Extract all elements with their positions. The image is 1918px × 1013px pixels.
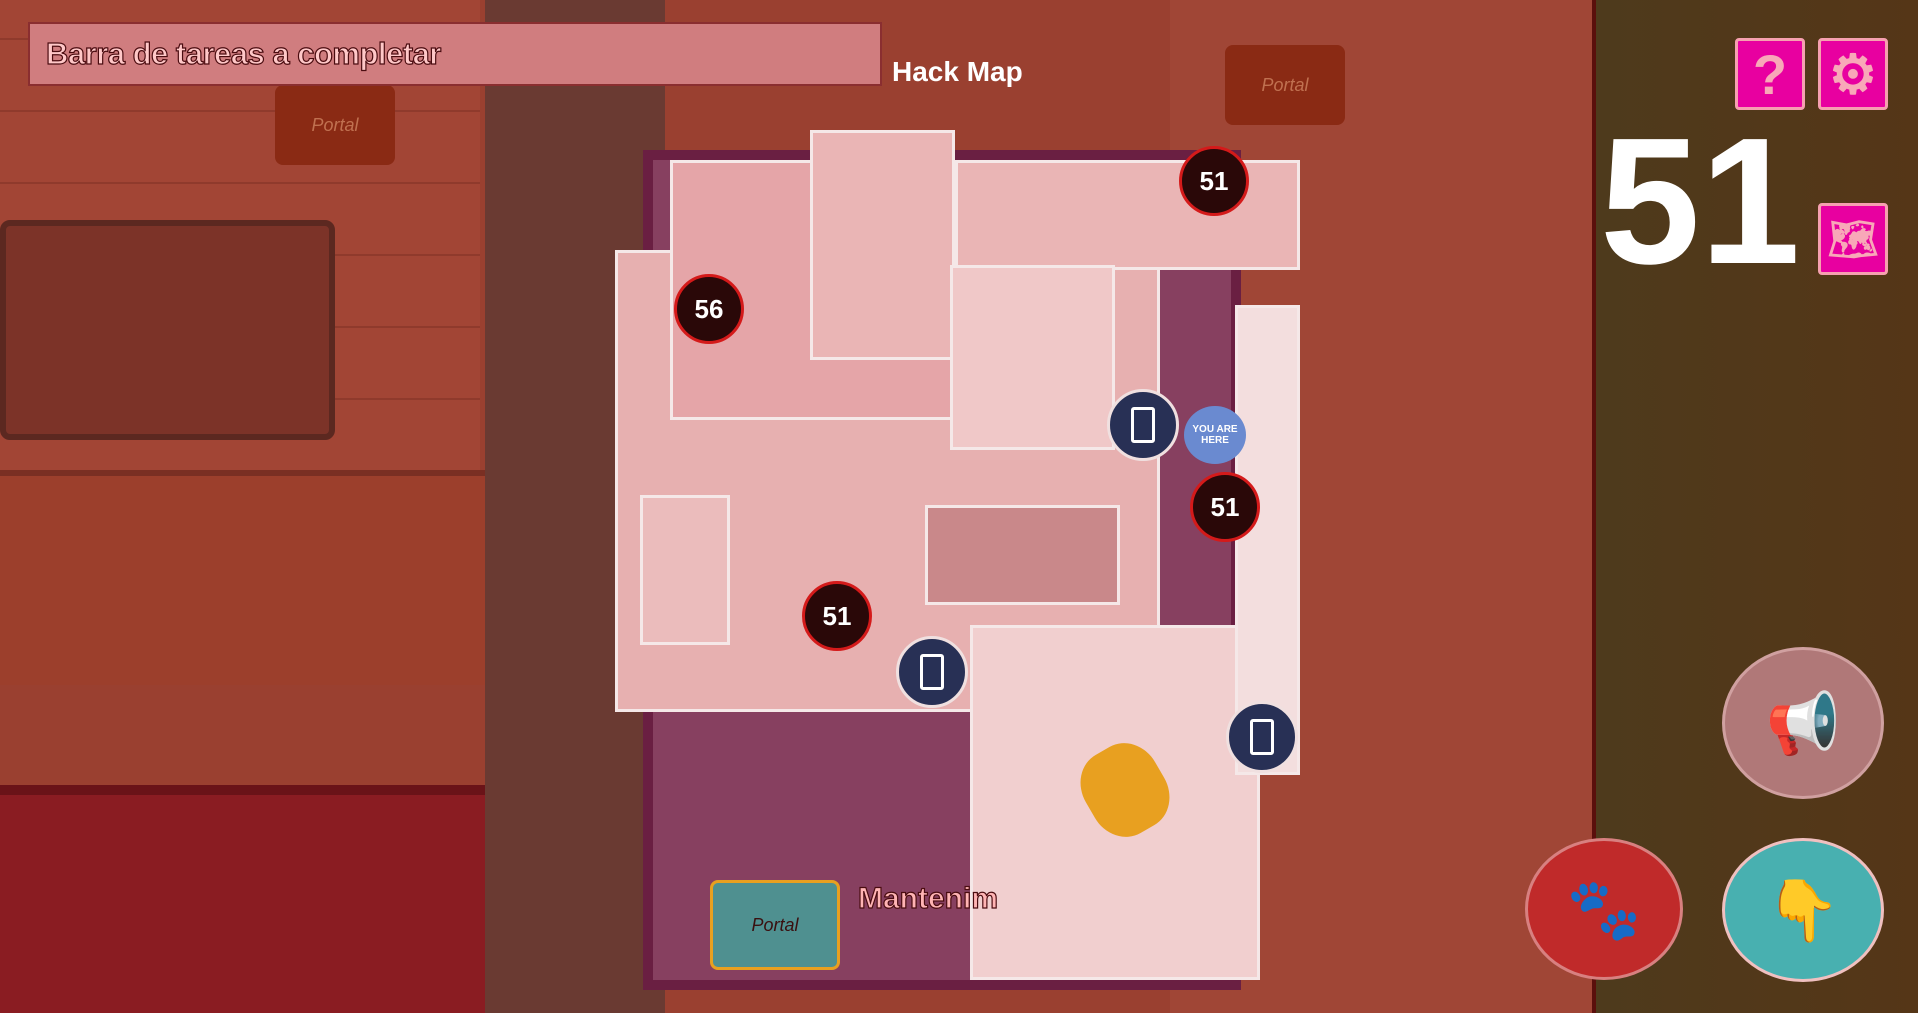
wood-counter — [0, 470, 485, 685]
sabotage-marker[interactable]: 56 — [674, 274, 744, 344]
task-progress-bar: Barra de tareas a completar — [28, 22, 882, 86]
sabotage-marker[interactable]: 51 — [1190, 472, 1260, 542]
marker-label: 51 — [1199, 165, 1229, 196]
door-icon[interactable] — [896, 636, 968, 708]
question-icon: ? — [1752, 42, 1788, 106]
portal-label: Portal — [311, 114, 359, 135]
marker-label: 51 — [822, 600, 852, 631]
portal-box[interactable]: Portal — [710, 880, 840, 970]
report-button[interactable]: 📢 — [1722, 647, 1884, 799]
portal-label: Portal — [1261, 74, 1309, 95]
side-panel — [1592, 0, 1918, 1013]
map-icon: 🗺 — [1827, 217, 1879, 262]
you-are-here-label: YOU ARE HERE — [1192, 424, 1238, 446]
door-icon[interactable] — [1226, 701, 1298, 773]
marker-label: 56 — [694, 293, 724, 324]
settings-button[interactable]: ⚙ — [1818, 38, 1888, 110]
room-label: Mantenim — [857, 881, 999, 915]
task-bar-label: Barra de tareas a completar — [45, 35, 442, 71]
map-title: Hack Map — [892, 56, 1023, 87]
map-button[interactable]: 🗺 — [1818, 203, 1888, 275]
gear-icon: ⚙ — [1828, 44, 1878, 105]
you-are-here-marker: YOU ARE HERE — [1184, 406, 1246, 464]
help-button[interactable]: ? — [1735, 38, 1805, 110]
portal-label: Portal — [751, 914, 799, 935]
portal-box[interactable]: Portal — [275, 85, 395, 165]
stove-counter — [0, 220, 335, 440]
use-button[interactable]: 👇 — [1722, 838, 1884, 982]
marker-label: 51 — [1210, 491, 1240, 522]
portal-box[interactable]: Portal — [1225, 45, 1345, 125]
sofa — [0, 785, 485, 1013]
attack-button[interactable]: 🐾 — [1525, 838, 1683, 980]
megaphone-icon: 📢 — [1765, 689, 1841, 757]
paw-icon: 🐾 — [1566, 875, 1642, 943]
countdown-counter: 51 — [1600, 101, 1801, 302]
hack-map[interactable] — [615, 110, 1300, 990]
sabotage-marker[interactable]: 51 — [802, 581, 872, 651]
sabotage-marker[interactable]: 51 — [1179, 146, 1249, 216]
door-icon[interactable] — [1107, 389, 1179, 461]
press-button-icon: 👇 — [1765, 876, 1841, 944]
